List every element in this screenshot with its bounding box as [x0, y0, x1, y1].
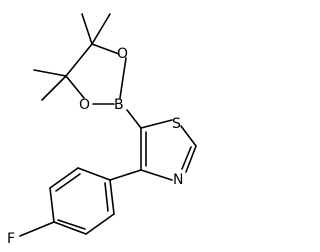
bond-methyl-3: [33, 69, 67, 77]
bond-c4-phenyl: [109, 169, 142, 181]
bond-ph-inner-b: [57, 219, 86, 230]
bond-ph-inner-a: [55, 173, 81, 192]
bond-methyl-2: [91, 13, 111, 45]
bond-methyl-4: [41, 75, 67, 101]
bond-ring-top-ring-left: [65, 43, 93, 77]
bond-ph-6-1: [109, 179, 115, 215]
atom-label-f: F: [7, 231, 15, 247]
bond-o2-c-ring-top: [91, 43, 120, 55]
bond-ring-left-o1: [65, 75, 85, 99]
bond-c2-n-double: [181, 146, 192, 170]
atom-labels: O O B S N F: [7, 46, 183, 247]
atom-label-s: S: [172, 116, 181, 132]
bond-c5-s: [140, 119, 173, 129]
bond-ph-3-4: [49, 187, 55, 223]
bond-methyl-1: [81, 13, 93, 45]
atom-label-n: N: [173, 172, 183, 188]
atom-label-o2: O: [117, 46, 128, 62]
atom-label-b: B: [114, 97, 124, 113]
bond-c-f: [19, 221, 55, 237]
bond-s-c2: [180, 125, 197, 147]
bond-ph-1-2: [77, 167, 111, 181]
bond-ph-4-5: [53, 221, 87, 235]
atom-label-o1: O: [79, 97, 90, 113]
bond-n-c4: [140, 169, 173, 181]
bonds: [19, 13, 197, 237]
bond-ph-5-6: [85, 213, 115, 235]
bond-c2-n: [185, 145, 197, 173]
molecule-structure: O O B S N F: [7, 13, 197, 247]
bond-ph-2-3: [49, 167, 79, 189]
bond-ph-inner-c: [104, 182, 109, 212]
bond-b-o2: [119, 57, 127, 99]
structure-diagram: O O B S N F: [7, 13, 197, 247]
bond-b-c5: [126, 109, 142, 129]
